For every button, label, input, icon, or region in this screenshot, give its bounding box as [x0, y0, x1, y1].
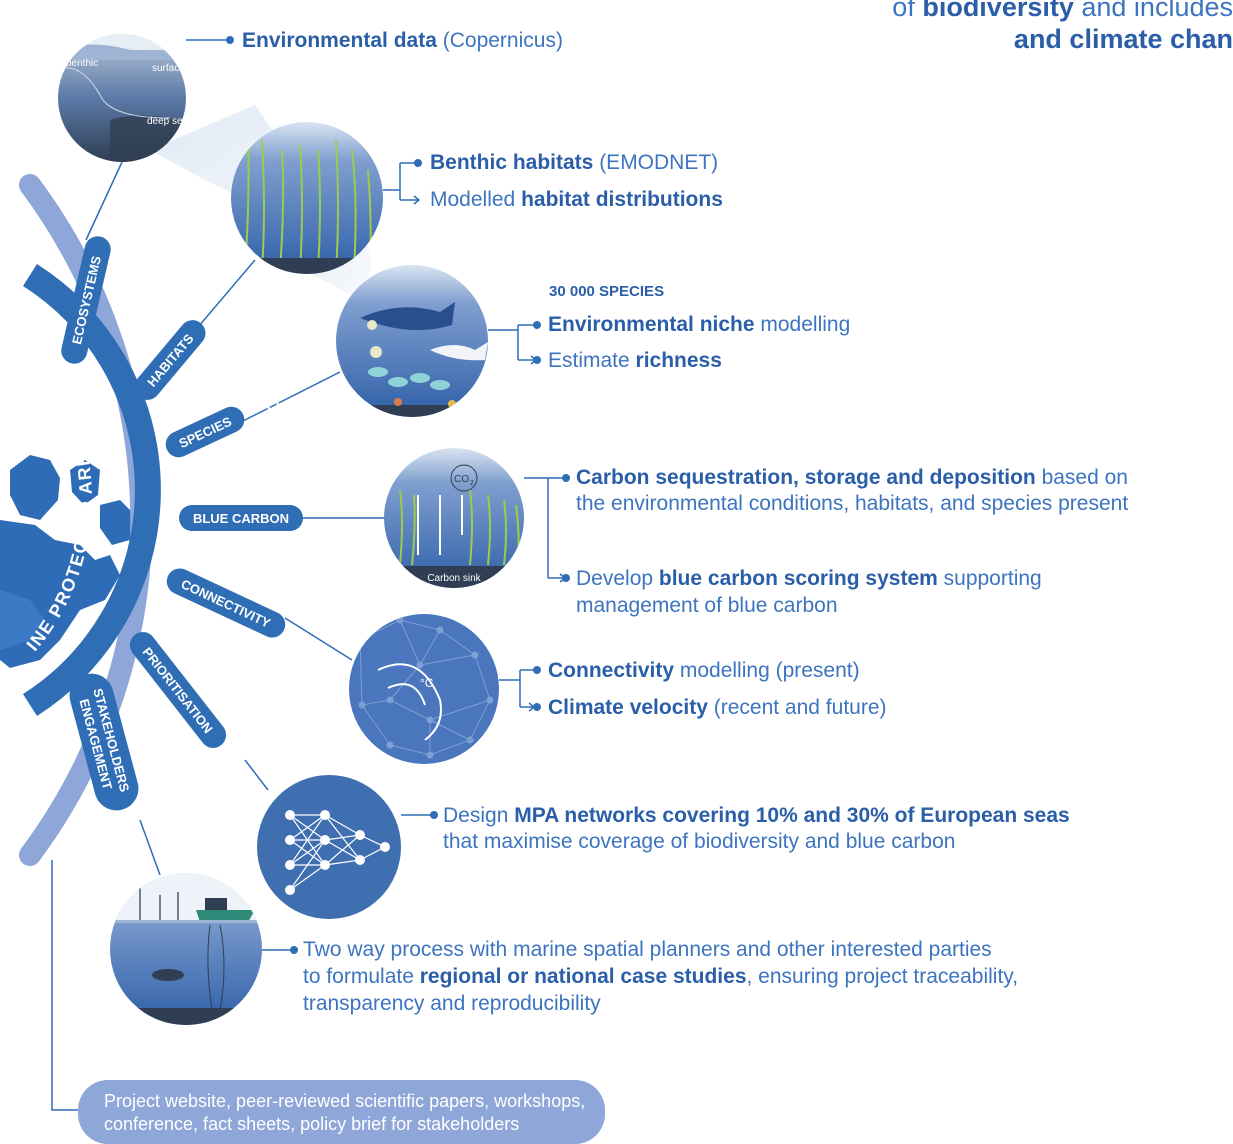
item-niche-modelling: Environmental niche modelling: [548, 313, 851, 336]
svg-text:deep sea: deep sea: [147, 116, 189, 127]
carbon-sink-circle-icon: CO 2 Carbon sink: [384, 448, 524, 588]
species-count-heading: 30 000 SPECIES: [549, 283, 665, 300]
whale-icon: [360, 302, 455, 331]
svg-text:PRIORITISATION: PRIORITISATION: [140, 645, 216, 737]
connectivity-circle-icon: °C: [349, 614, 499, 764]
svg-text:CO: CO: [454, 474, 469, 485]
stakeholders-circle-icon: [110, 873, 262, 1025]
europe-map-icon: [0, 455, 135, 668]
item-two-way-process: Two way process with marine spatial plan…: [303, 938, 992, 961]
header-line-2: and climate chan: [1013, 24, 1233, 54]
svg-text:Carbon sink: Carbon sink: [427, 573, 481, 584]
item-mpa-coverage: that maximise coverage of biodiversity a…: [443, 830, 956, 853]
species-circle-icon: [336, 265, 488, 417]
svg-text:BLUE CARBON: BLUE CARBON: [193, 511, 289, 526]
spoke-stakeholders: STAKEHOLDERS ENGAGEMENT: [69, 673, 139, 811]
spoke-prioritisation: PRIORITISATION: [129, 632, 227, 748]
shark-icon: [430, 342, 488, 361]
boat-icon: [196, 910, 255, 922]
spoke-habitats: HABITATS: [134, 320, 206, 400]
item-carbon-sequestration: Carbon sequestration, storage and deposi…: [576, 466, 1128, 489]
item-habitat-distributions: Modelled habitat distributions: [430, 188, 723, 211]
item-benthic-habitats: Benthic habitats (EMODNET): [430, 151, 719, 174]
svg-text:2: 2: [470, 480, 474, 487]
item-blue-carbon-scoring: Develop blue carbon scoring system suppo…: [576, 567, 1042, 590]
connector-arrows: [413, 195, 567, 712]
svg-text:CONNECTIVITY: CONNECTIVITY: [179, 576, 273, 631]
item-carbon-conditions: the environmental conditions, habitats, …: [576, 492, 1129, 515]
item-mpa-networks: Design MPA networks covering 10% and 30%…: [443, 804, 1070, 827]
item-richness: Estimate richness: [548, 349, 722, 372]
item-climate-velocity: Climate velocity (recent and future): [548, 696, 887, 719]
svg-text:benthic: benthic: [66, 58, 98, 69]
diver-icon: [152, 969, 184, 981]
item-case-studies: to formulate regional or national case s…: [303, 965, 1019, 988]
svg-text:°C: °C: [420, 676, 434, 690]
jellyfish-icon: [367, 320, 377, 330]
jellyfish-icon: [370, 346, 382, 358]
neural-network-circle-icon: [257, 775, 401, 919]
spoke-blue-carbon: BLUE CARBON: [179, 505, 303, 531]
item-connectivity-modelling: Connectivity modelling (present): [548, 659, 860, 682]
svg-text:surface: surface: [152, 63, 185, 74]
item-traceability: transparency and reproducibility: [303, 992, 601, 1015]
item-blue-carbon-management: management of blue carbon: [576, 594, 838, 617]
dissemination-outputs-pill: Project website, peer-reviewed scientifi…: [78, 1080, 606, 1144]
header-line-1: of biodiversity and includes: [892, 0, 1233, 22]
connector-lines: [51, 39, 565, 1111]
environment-circle-icon: benthic surface deep sea: [58, 34, 189, 162]
spoke-species: SPECIES: [165, 406, 245, 458]
item-environmental-data: Environmental data (Copernicus): [242, 29, 563, 52]
